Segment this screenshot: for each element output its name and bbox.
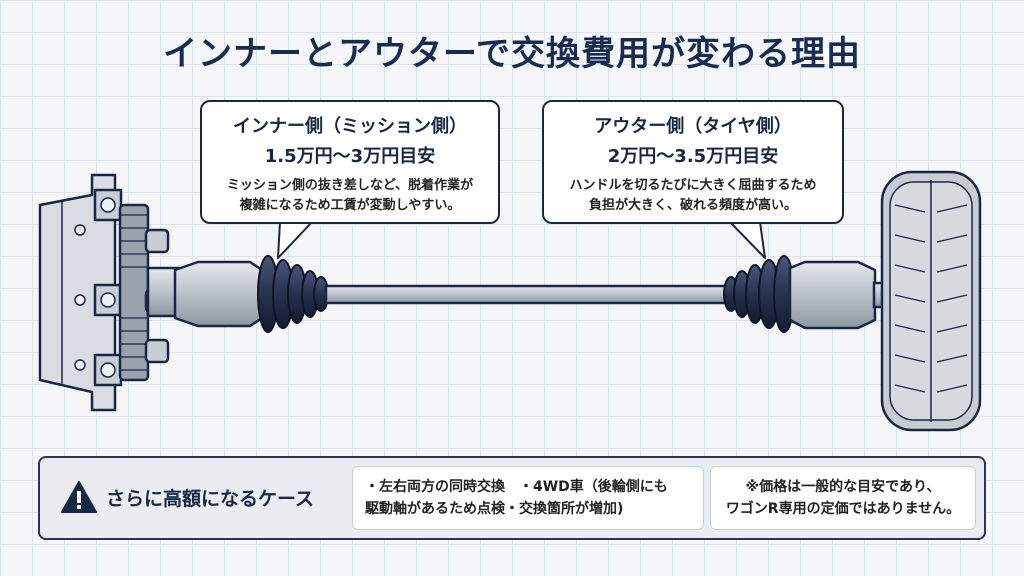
warning-triangle-icon xyxy=(61,481,97,513)
extra-cases-card: ・左右両方の同時交換 ・4WD車（後輪側にも 駆動軸があるため点検・交換箇所が増… xyxy=(352,466,704,530)
inner-desc-line1: ミッション側の抜き差しなど、脱着作業が xyxy=(226,178,474,193)
outer-desc-line2: 負担が大きく、破れる頻度が高い。 xyxy=(588,198,797,213)
inner-heading: インナー側（ミッション側） xyxy=(233,116,467,137)
note-line2: ワゴンR専用の定価ではありません。 xyxy=(725,501,961,517)
inner-joint xyxy=(146,260,264,328)
outer-boot xyxy=(723,255,795,333)
inner-desc-line2: 複雑になるため工賃が変動しやすい。 xyxy=(239,198,461,213)
transmission-housing xyxy=(38,173,170,412)
outer-desc-line1: ハンドルを切るたびに大きく屈曲するため xyxy=(569,178,817,193)
cases-line1: ・左右両方の同時交換 ・4WD車（後輪側にも xyxy=(365,479,668,495)
inner-boot xyxy=(257,255,329,333)
outer-heading: アウター側（タイヤ側） xyxy=(594,116,792,137)
outer-joint xyxy=(788,260,892,330)
extra-cost-panel: さらに高額になるケース ・左右両方の同時交換 ・4WD車（後輪側にも 駆動軸があ… xyxy=(38,456,986,540)
outer-side-callout: アウター側（タイヤ側） 2万円〜3.5万円目安 ハンドルを切るたびに大きく屈曲す… xyxy=(542,100,844,224)
drive-shaft-bar xyxy=(324,284,728,305)
tire xyxy=(880,170,982,432)
cases-line2: 駆動軸があるため点検・交換箇所が増加) xyxy=(365,501,624,517)
extra-cost-label: さらに高額になるケース xyxy=(106,488,315,510)
disclaimer-card: ※価格は一般的な目安であり、 ワゴンR専用の定価ではありません。 xyxy=(710,466,976,530)
inner-bubble-tail xyxy=(277,221,313,259)
inner-price: 1.5万円〜3万円目安 xyxy=(264,146,436,167)
note-line1: ※価格は一般的な目安であり、 xyxy=(745,479,941,495)
inner-side-callout: インナー側（ミッション側） 1.5万円〜3万円目安 ミッション側の抜き差しなど、… xyxy=(200,100,500,224)
outer-price: 2万円〜3.5万円目安 xyxy=(607,146,779,167)
outer-bubble-tail xyxy=(729,221,766,259)
page-title: インナーとアウターで交換費用が変わる理由 xyxy=(163,34,861,74)
